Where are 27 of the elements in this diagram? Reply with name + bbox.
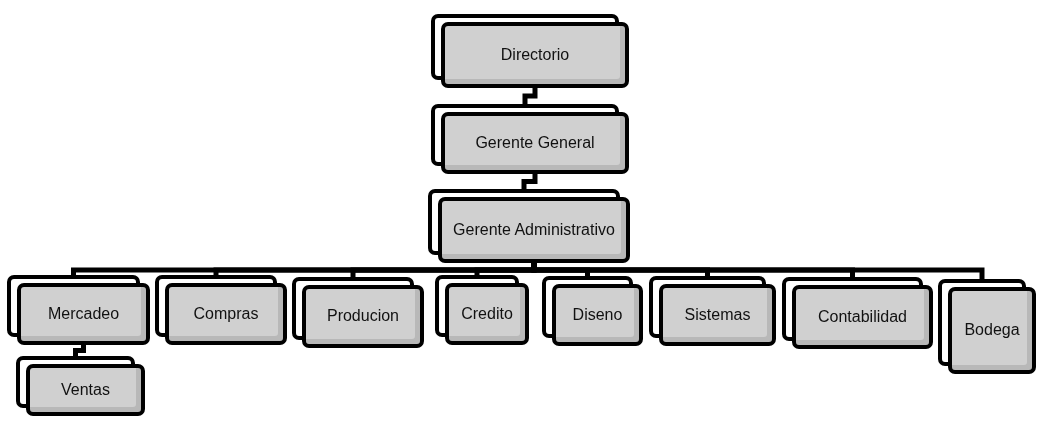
box-label: Gerente Administrativo [453, 220, 615, 240]
box-label: Sistemas [684, 305, 751, 325]
box-label: Producion [326, 307, 399, 326]
stacked-box [938, 279, 1036, 374]
connector-line [522, 88, 538, 104]
box-label: Bodega [964, 321, 1020, 340]
stacked-box [782, 277, 933, 349]
box-label: Ventas [61, 380, 110, 400]
stacked-box [435, 275, 529, 345]
stacked-box [155, 275, 287, 345]
connector-line [521, 174, 538, 189]
connector-line [73, 345, 86, 356]
stacked-box [542, 276, 643, 346]
box-label: Mercadeo [47, 304, 120, 324]
stacked-box [431, 14, 629, 88]
stacked-box [428, 189, 630, 263]
stacked-box [431, 104, 629, 174]
stacked-box [16, 356, 145, 416]
box-label: Credito [461, 304, 513, 324]
box-label: Gerente General [475, 133, 595, 153]
stacked-box [649, 276, 776, 346]
box-label: Compras [193, 304, 259, 324]
stacked-box [7, 275, 150, 345]
box-label: Contabilidad [818, 307, 907, 327]
stacked-box [292, 277, 424, 348]
box-label: Directorio [500, 45, 570, 65]
box-label: Diseno [572, 305, 623, 325]
